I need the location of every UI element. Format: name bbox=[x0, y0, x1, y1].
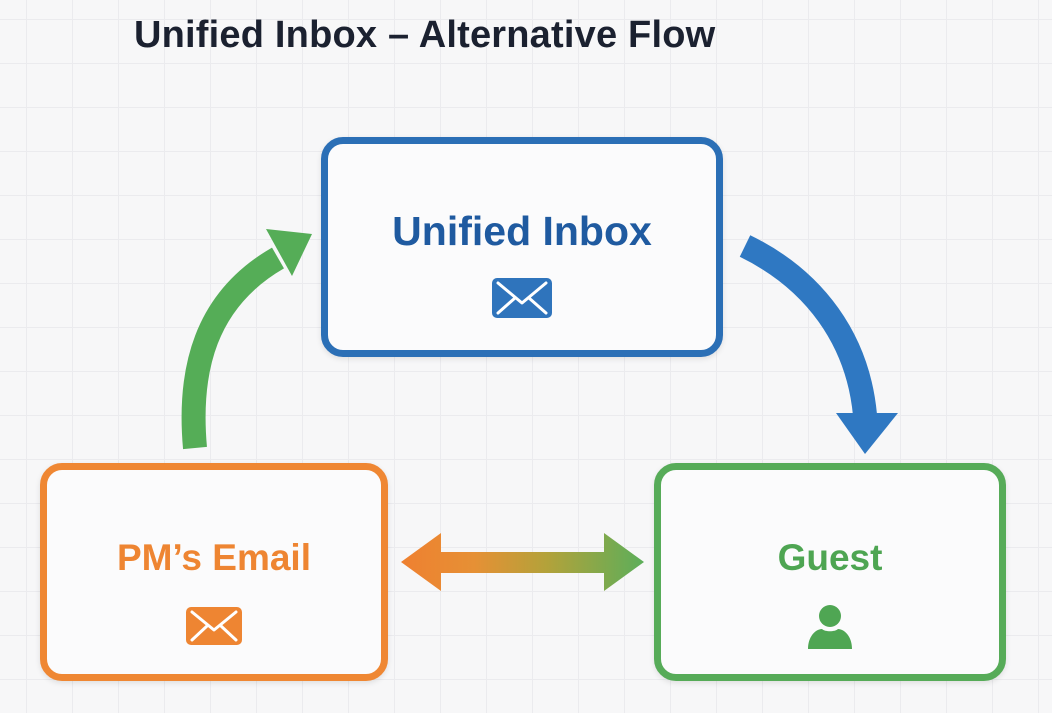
node-unified-inbox-label: Unified Inbox bbox=[392, 208, 652, 254]
edge-pm-guest-bidirectional bbox=[401, 533, 644, 591]
diagram-title: Unified Inbox – Alternative Flow bbox=[134, 14, 716, 56]
envelope-icon bbox=[492, 278, 552, 318]
edge-pm-to-inbox bbox=[181, 229, 312, 450]
envelope-icon bbox=[186, 607, 242, 645]
node-pm-email-label: PM’s Email bbox=[117, 537, 311, 578]
user-icon bbox=[808, 605, 852, 649]
edge-inbox-to-guest bbox=[739, 235, 898, 454]
node-unified-inbox[interactable]: Unified Inbox bbox=[321, 137, 723, 357]
node-guest[interactable]: Guest bbox=[654, 463, 1006, 681]
edge-pm-to-inbox-shaft bbox=[181, 247, 285, 450]
node-guest-label: Guest bbox=[777, 537, 883, 578]
node-pm-email[interactable]: PM’s Email bbox=[40, 463, 388, 681]
edge-inbox-to-guest-arrowhead bbox=[836, 413, 898, 454]
edge-pm-to-inbox-arrowhead bbox=[266, 229, 312, 276]
edge-inbox-to-guest-shaft bbox=[739, 235, 877, 417]
